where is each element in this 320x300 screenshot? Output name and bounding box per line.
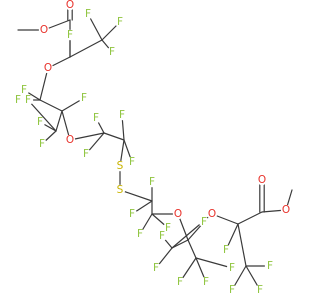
atom-symbol: F bbox=[129, 208, 135, 220]
atom-f-label: F bbox=[90, 112, 102, 124]
atom-f-label: F bbox=[126, 208, 138, 220]
single-bond-line bbox=[237, 211, 263, 225]
atom-symbol: F bbox=[201, 216, 207, 228]
atom-symbol: F bbox=[81, 92, 87, 104]
atom-f-label: F bbox=[106, 46, 118, 58]
atom-f-label: F bbox=[254, 284, 266, 296]
atom-symbol: F bbox=[109, 46, 115, 58]
atom-symbol: F bbox=[137, 228, 143, 240]
atom-o-label: O bbox=[206, 208, 218, 220]
atom-f-label: F bbox=[114, 16, 126, 28]
single-bond-line bbox=[39, 67, 49, 101]
atom-symbol: F bbox=[37, 116, 43, 128]
atom-symbol: F bbox=[153, 262, 159, 274]
atom-f-label: F bbox=[36, 138, 48, 150]
atom-symbol: F bbox=[165, 222, 171, 234]
atom-f-label: F bbox=[200, 276, 212, 288]
atom-o-label: O bbox=[38, 24, 50, 36]
atom-f-label: F bbox=[82, 8, 94, 20]
atom-f-label: F bbox=[156, 230, 168, 242]
atom-f-label: F bbox=[174, 276, 186, 288]
atom-symbol: F bbox=[229, 262, 235, 274]
atom-f-label: F bbox=[116, 109, 128, 121]
atom-o-label: O bbox=[172, 208, 184, 220]
atom-f-label: F bbox=[126, 156, 138, 168]
bond-layer bbox=[17, 4, 293, 291]
atom-f-label: F bbox=[226, 284, 238, 296]
atom-symbol: O bbox=[66, 134, 74, 146]
atom-f-label: F bbox=[78, 92, 90, 104]
atom-f-label: F bbox=[264, 260, 276, 272]
atom-f-label: F bbox=[64, 29, 76, 41]
atom-symbol: O bbox=[44, 62, 52, 74]
atom-o-label: O bbox=[280, 204, 292, 216]
atom-symbol: O bbox=[66, 0, 74, 11]
atom-symbol: F bbox=[119, 109, 125, 121]
single-bond-line bbox=[237, 223, 247, 267]
single-bond-line bbox=[119, 189, 153, 202]
atom-symbol: S bbox=[117, 160, 124, 172]
atom-f-label: F bbox=[198, 216, 210, 228]
atom-symbol: F bbox=[21, 84, 27, 96]
single-bond-line bbox=[187, 239, 197, 259]
atom-symbol: F bbox=[39, 138, 45, 150]
atom-o-label: O bbox=[64, 0, 76, 11]
atom-o-label: O bbox=[256, 174, 268, 186]
atom-symbol: O bbox=[208, 208, 216, 220]
single-bond-line bbox=[27, 99, 57, 132]
single-bond-line bbox=[39, 99, 63, 112]
single-bond-line bbox=[55, 110, 63, 132]
atom-s-label: S bbox=[114, 160, 126, 172]
atom-o-label: O bbox=[42, 62, 54, 74]
atom-f-label: F bbox=[146, 176, 158, 188]
atom-symbol: F bbox=[67, 29, 73, 41]
atom-symbol: F bbox=[177, 276, 183, 288]
atom-symbol: F bbox=[93, 112, 99, 124]
atom-s-label: S bbox=[114, 184, 126, 196]
single-bond-line bbox=[171, 239, 189, 249]
atom-symbol: F bbox=[257, 284, 263, 296]
atom-symbol: F bbox=[117, 16, 123, 28]
atom-symbol: F bbox=[159, 230, 165, 242]
atom-f-label: F bbox=[150, 262, 162, 274]
atom-symbol: F bbox=[149, 176, 155, 188]
atom-o-label: O bbox=[64, 134, 76, 146]
atom-symbol: F bbox=[223, 244, 229, 256]
atom-f-label: F bbox=[22, 94, 34, 106]
atom-f-label: F bbox=[18, 84, 30, 96]
atom-f-label: F bbox=[12, 94, 24, 106]
atom-symbol: F bbox=[229, 284, 235, 296]
atom-f-label: F bbox=[80, 148, 92, 160]
atom-symbol: O bbox=[40, 24, 48, 36]
atom-symbol: F bbox=[129, 156, 135, 168]
atom-symbol: F bbox=[83, 148, 89, 160]
atom-f-label: F bbox=[34, 116, 46, 128]
atom-f-label: F bbox=[220, 244, 232, 256]
atom-symbol: F bbox=[85, 8, 91, 20]
atom-symbol: F bbox=[15, 94, 21, 106]
single-bond-line bbox=[103, 132, 125, 141]
single-bond-line bbox=[195, 257, 233, 269]
single-bond-line bbox=[69, 39, 103, 58]
atom-symbol: F bbox=[203, 276, 209, 288]
single-bond-line bbox=[69, 132, 105, 141]
atom-symbol: S bbox=[117, 184, 124, 196]
atom-symbol: O bbox=[258, 174, 266, 186]
atom-symbol: O bbox=[174, 208, 182, 220]
atom-f-label: F bbox=[226, 262, 238, 274]
atom-symbol: F bbox=[25, 94, 31, 106]
atom-f-label: F bbox=[162, 222, 174, 234]
atom-symbol: O bbox=[282, 204, 290, 216]
atom-symbol: F bbox=[267, 260, 273, 272]
atom-f-label: F bbox=[134, 228, 146, 240]
